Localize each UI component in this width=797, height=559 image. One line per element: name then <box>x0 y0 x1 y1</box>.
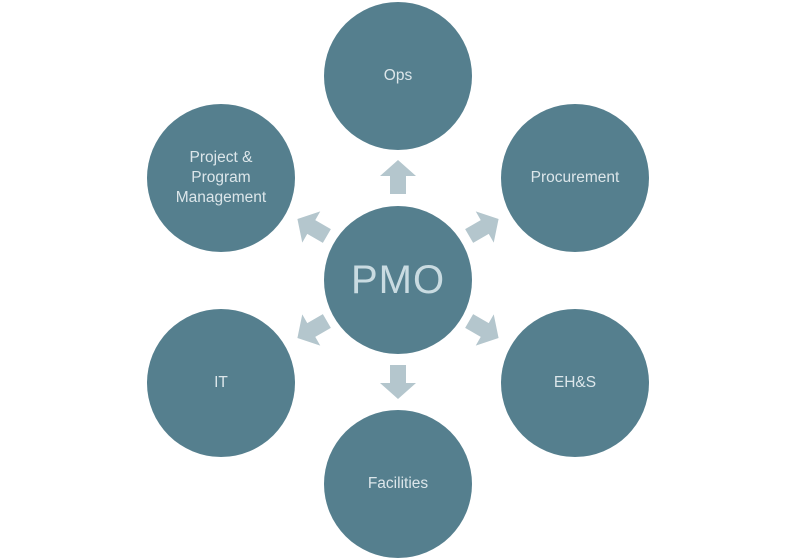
node-ops: Ops <box>324 2 472 150</box>
node-label-ehs: EH&S <box>553 374 597 391</box>
node-facilities: Facilities <box>324 410 472 558</box>
node-label-ops: Ops <box>383 67 413 84</box>
arrow-to-procurement <box>465 211 499 243</box>
arrow-to-facilities <box>380 365 416 399</box>
node-ehs: EH&S <box>501 309 649 457</box>
center-node-pmo: PMO <box>324 206 472 354</box>
node-label-project-program-management: Project & Program Management <box>175 149 267 206</box>
center-node-label: PMO <box>350 257 446 302</box>
arrow-to-it <box>297 314 331 346</box>
node-label-it: IT <box>214 374 228 391</box>
node-procurement: Procurement <box>501 104 649 252</box>
arrow-to-project-program-management <box>297 211 331 243</box>
node-project-program-management: Project & Program Management <box>147 104 295 252</box>
node-label-facilities: Facilities <box>367 475 429 492</box>
arrow-to-ops <box>380 160 416 194</box>
node-it: IT <box>147 309 295 457</box>
arrow-to-ehs <box>465 314 499 346</box>
node-label-procurement: Procurement <box>530 169 620 186</box>
